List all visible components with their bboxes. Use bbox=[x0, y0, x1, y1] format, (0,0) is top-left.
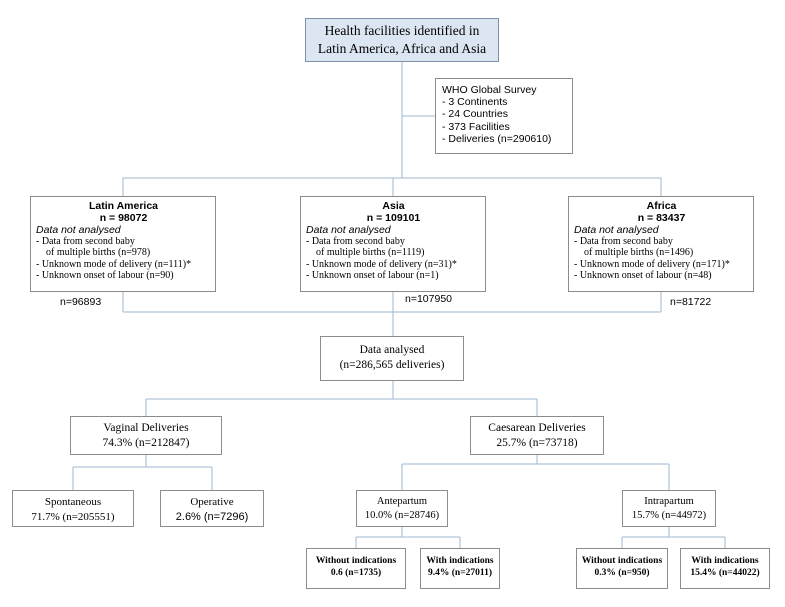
latin-america-not-analysed: Data not analysed bbox=[36, 224, 121, 236]
africa-box: Africa n = 83437 Data not analysed - Dat… bbox=[568, 196, 754, 292]
spontaneous-box: Spontaneous 71.7% (n=205551) bbox=[12, 490, 134, 527]
latin-america-box: Latin America n = 98072 Data not analyse… bbox=[30, 196, 216, 292]
asia-n: n = 109101 bbox=[366, 212, 421, 224]
antepartum-box: Antepartum 10.0% (n=28746) bbox=[356, 490, 448, 527]
antepartum-without-indications-value: 0.6 (n=1735) bbox=[330, 568, 382, 578]
data-analysed-box: Data analysed (n=286,565 deliveries) bbox=[320, 336, 464, 381]
asia-title: Asia bbox=[382, 200, 405, 212]
africa-not-analysed: Data not analysed bbox=[574, 224, 659, 236]
antepartum-value: 10.0% (n=28746) bbox=[364, 510, 440, 521]
africa-item-multiple-births: of multiple births (n=1496) bbox=[584, 247, 694, 259]
intrapartum-without-indications-box: Without indications 0.3% (n=950) bbox=[576, 548, 668, 589]
vaginal-deliveries-value: 74.3% (n=212847) bbox=[102, 437, 190, 449]
vaginal-deliveries-box: Vaginal Deliveries 74.3% (n=212847) bbox=[70, 416, 222, 455]
spontaneous-label: Spontaneous bbox=[44, 496, 102, 508]
asia-box: Asia n = 109101 Data not analysed - Data… bbox=[300, 196, 486, 292]
latin-america-item-mode: - Unknown mode of delivery (n=111)* bbox=[36, 258, 192, 270]
operative-value: 2.6% (n=7296) bbox=[175, 510, 249, 523]
health-facilities-line1: Health facilities identified in bbox=[324, 23, 480, 38]
antepartum-without-indications-box: Without indications 0.6 (n=1735) bbox=[306, 548, 406, 589]
intrapartum-label: Intrapartum bbox=[644, 496, 694, 507]
latin-america-item-onset: - Unknown onset of labour (n=90) bbox=[36, 270, 174, 282]
caesarean-deliveries-label: Caesarean Deliveries bbox=[488, 422, 586, 434]
latin-america-item-multiple-births: of multiple births (n=978) bbox=[46, 247, 151, 259]
operative-label: Operative bbox=[190, 496, 234, 508]
antepartum-label: Antepartum bbox=[376, 496, 428, 507]
latin-america-analysed-count: n=96893 bbox=[60, 296, 102, 308]
caesarean-deliveries-value: 25.7% (n=73718) bbox=[496, 437, 578, 449]
survey-item-facilities: - 373 Facilities bbox=[442, 120, 510, 133]
survey-item-countries: - 24 Countries bbox=[442, 108, 508, 121]
latin-america-n: n = 98072 bbox=[99, 212, 148, 224]
latin-america-title: Latin America bbox=[88, 200, 159, 212]
latin-america-item-second-baby: - Data from second baby bbox=[36, 236, 135, 247]
antepartum-with-indications-label: With indications bbox=[426, 556, 494, 566]
africa-n: n = 83437 bbox=[637, 212, 686, 224]
africa-analysed-count: n=81722 bbox=[670, 296, 712, 308]
asia-item-second-baby: - Data from second baby bbox=[306, 236, 405, 247]
health-facilities-line2: Latin America, Africa and Asia bbox=[317, 41, 487, 56]
intrapartum-value: 15.7% (n=44972) bbox=[631, 510, 707, 521]
who-survey-title: WHO Global Survey bbox=[442, 84, 537, 96]
intrapartum-box: Intrapartum 15.7% (n=44972) bbox=[622, 490, 716, 527]
asia-item-onset: - Unknown onset of labour (n=1) bbox=[306, 270, 439, 282]
asia-item-mode: - Unknown mode of delivery (n=31)* bbox=[306, 258, 457, 270]
africa-title: Africa bbox=[646, 200, 677, 212]
health-facilities-box: Health facilities identified in Latin Am… bbox=[305, 18, 499, 62]
asia-item-multiple-births: of multiple births (n=1119) bbox=[316, 247, 425, 259]
operative-box: Operative 2.6% (n=7296) bbox=[160, 490, 264, 527]
data-analysed-count: (n=286,565 deliveries) bbox=[339, 359, 445, 371]
intrapartum-with-indications-box: With indications 15.4% (n=44022) bbox=[680, 548, 770, 589]
vaginal-deliveries-label: Vaginal Deliveries bbox=[103, 422, 189, 434]
africa-item-second-baby: - Data from second baby bbox=[574, 236, 673, 247]
intrapartum-with-indications-value: 15.4% (n=44022) bbox=[690, 568, 760, 578]
intrapartum-without-indications-value: 0.3% (n=950) bbox=[594, 568, 650, 578]
survey-item-deliveries: - Deliveries (n=290610) bbox=[442, 132, 552, 145]
survey-item-continents: - 3 Continents bbox=[442, 96, 508, 109]
antepartum-without-indications-label: Without indications bbox=[315, 556, 397, 566]
who-survey-box: WHO Global Survey - 3 Continents - 24 Co… bbox=[435, 78, 573, 154]
data-analysed-label: Data analysed bbox=[359, 344, 425, 356]
antepartum-with-indications-value: 9.4% (n=27011) bbox=[428, 568, 492, 578]
africa-item-onset: - Unknown onset of labour (n=48) bbox=[574, 270, 712, 282]
africa-item-mode: - Unknown mode of delivery (n=171)* bbox=[574, 258, 730, 270]
asia-not-analysed: Data not analysed bbox=[306, 224, 391, 236]
caesarean-deliveries-box: Caesarean Deliveries 25.7% (n=73718) bbox=[470, 416, 604, 455]
intrapartum-with-indications-label: With indications bbox=[691, 556, 759, 566]
intrapartum-without-indications-label: Without indications bbox=[581, 556, 663, 566]
asia-analysed-count: n=107950 bbox=[405, 293, 453, 305]
spontaneous-value: 71.7% (n=205551) bbox=[31, 510, 115, 523]
antepartum-with-indications-box: With indications 9.4% (n=27011) bbox=[420, 548, 500, 589]
